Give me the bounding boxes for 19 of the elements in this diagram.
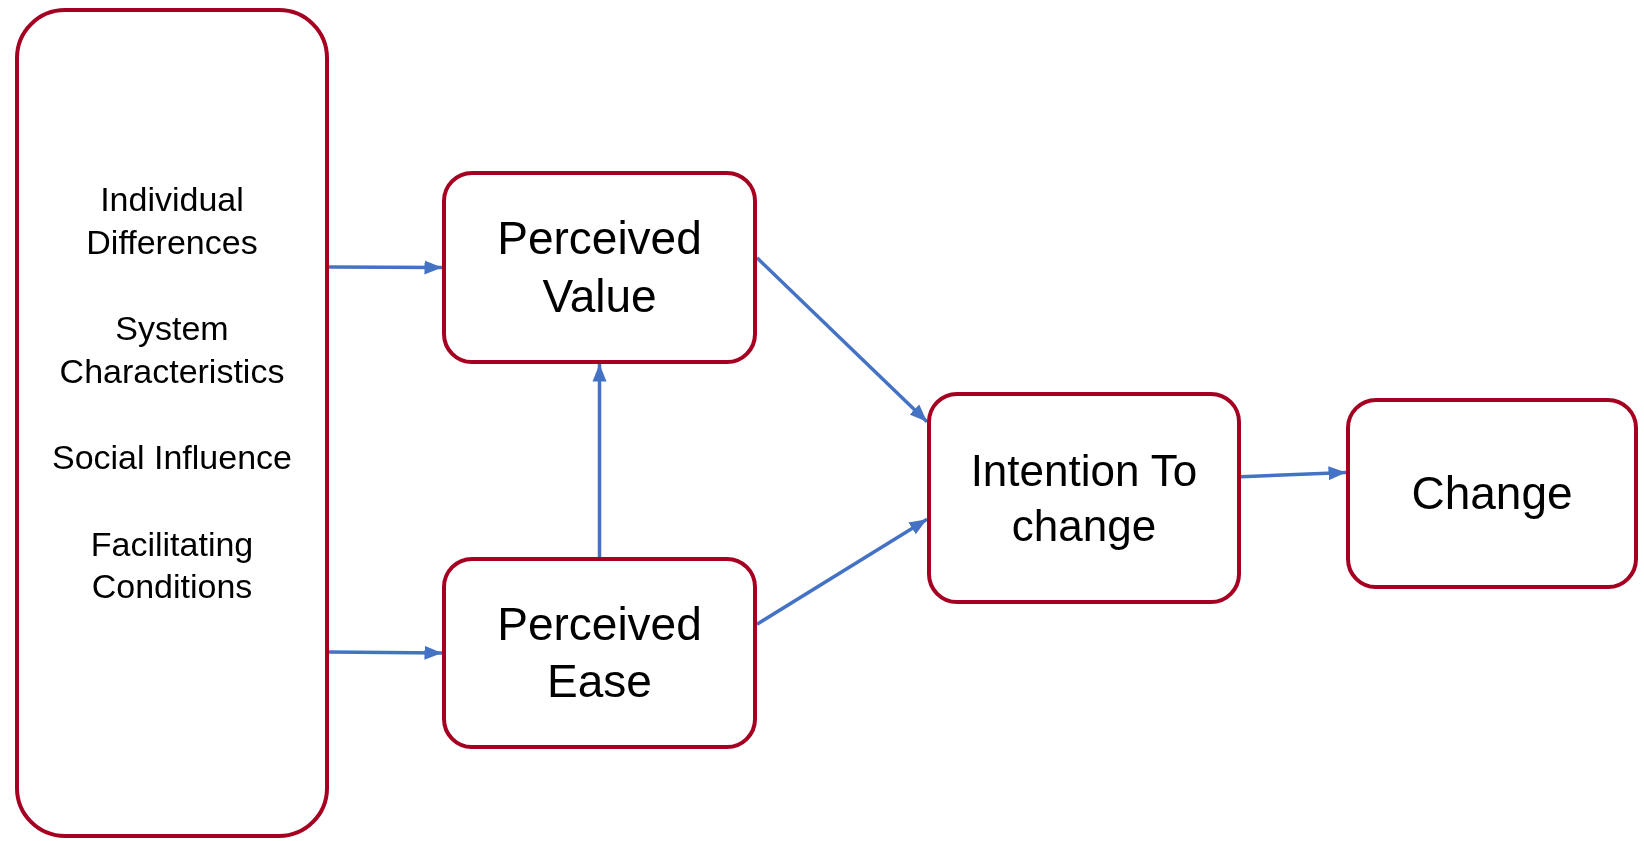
- rounded-box: [442, 171, 757, 364]
- box-label: Change: [1411, 465, 1573, 521]
- box-label: System Characteristics: [58, 308, 286, 392]
- arrow: [755, 256, 929, 423]
- arrow: [329, 260, 442, 275]
- rounded-box: [15, 8, 329, 838]
- arrow: [756, 517, 928, 626]
- box-label: Individual Differences: [85, 179, 259, 263]
- arrow: [592, 364, 607, 557]
- rounded-box: [927, 392, 1241, 604]
- arrow: [1240, 466, 1347, 481]
- box-label: Perceived Value: [496, 211, 703, 324]
- box-label: Intention To change: [969, 445, 1199, 552]
- box-label: Facilitating Conditions: [89, 523, 255, 608]
- rounded-box: [442, 557, 757, 749]
- box-label: Social Influence: [51, 437, 292, 479]
- arrow: [329, 645, 442, 660]
- box-label: Perceived Ease: [496, 596, 703, 709]
- rounded-box: [1346, 398, 1638, 589]
